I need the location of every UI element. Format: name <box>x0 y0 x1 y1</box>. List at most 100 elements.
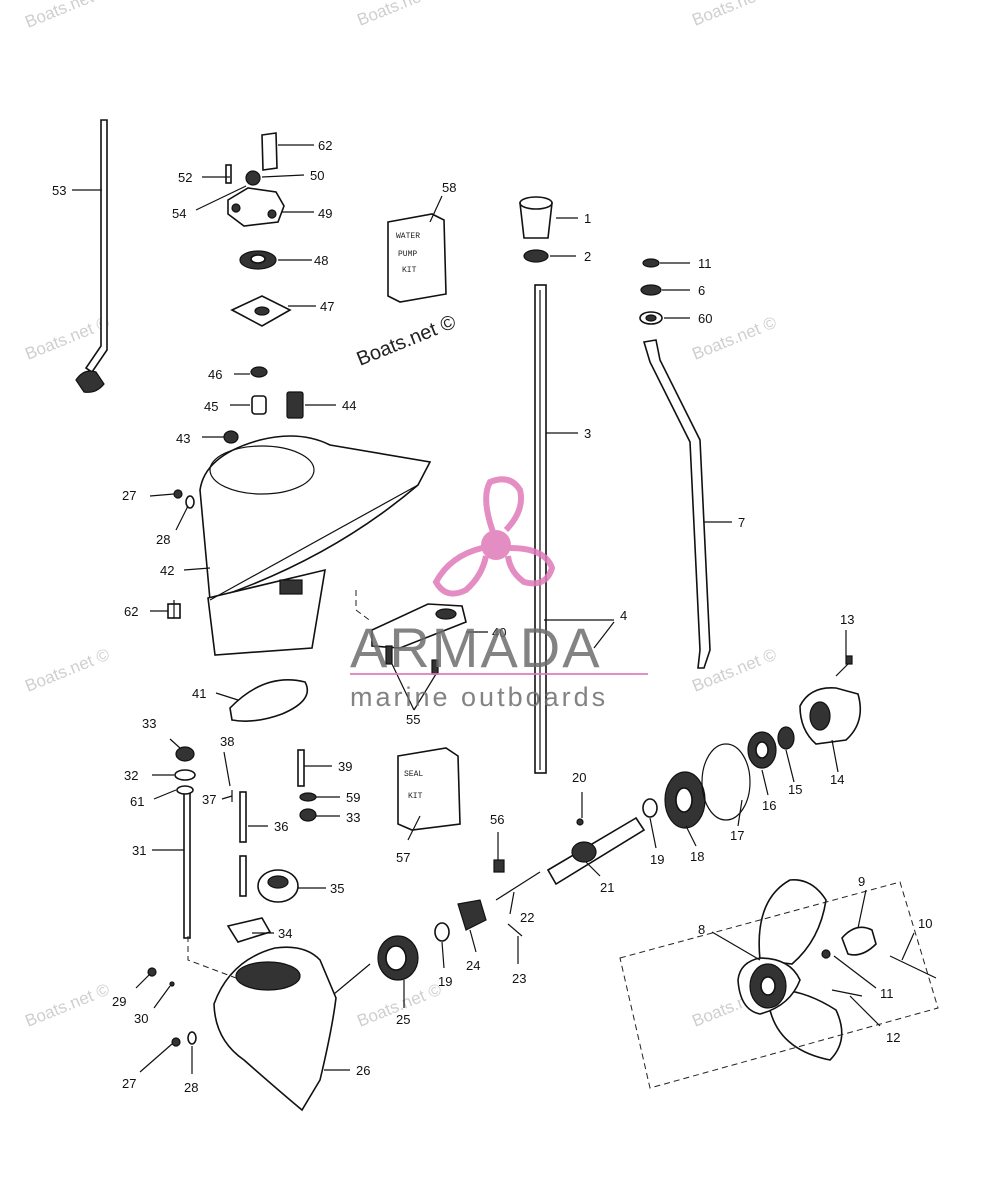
callout-32: 32 <box>124 768 138 783</box>
part-22-cam <box>495 871 541 901</box>
part-8-propeller <box>737 879 843 1061</box>
callout-50: 50 <box>310 168 324 183</box>
callout-55: 55 <box>406 712 420 727</box>
callout-41: 41 <box>192 686 206 701</box>
callout-45: 45 <box>204 399 218 414</box>
callout-47: 47 <box>320 299 334 314</box>
dashed-box <box>619 881 939 1089</box>
part-13-bolt <box>835 655 853 677</box>
part-58-water-pump-kit: WATER PUMP KIT <box>387 213 447 303</box>
callout-11: 11 <box>698 256 712 271</box>
part-19-washer <box>642 798 658 818</box>
callout-28: 28 <box>184 1080 198 1095</box>
callout-43: 43 <box>176 431 190 446</box>
callout-19: 19 <box>650 852 664 867</box>
callout-26: 26 <box>356 1063 370 1078</box>
callout-20: 20 <box>572 770 586 785</box>
callout-6: 6 <box>698 283 705 298</box>
callout-1: 1 <box>584 211 591 226</box>
callout-27: 27 <box>122 488 136 503</box>
callout-25: 25 <box>396 1012 410 1027</box>
callout-17: 17 <box>730 828 744 843</box>
callout-19: 19 <box>438 974 452 989</box>
callout-48: 48 <box>314 253 328 268</box>
part-17-o-ring <box>701 743 751 821</box>
logo-title: ARMADA <box>350 616 602 679</box>
part-21-propshaft <box>546 816 646 886</box>
callout-21: 21 <box>600 880 614 895</box>
leader-lines <box>72 144 915 1074</box>
watermark: Boats.net © <box>22 645 112 696</box>
part-53-shift-rod <box>75 119 108 393</box>
callout-59: 59 <box>346 790 360 805</box>
callout-9: 9 <box>858 874 865 889</box>
callout-23: 23 <box>512 971 526 986</box>
watermark: Boats.net © <box>689 0 779 30</box>
pump-top-assembly <box>225 132 285 227</box>
callout-8: 8 <box>698 922 705 937</box>
callout-35: 35 <box>330 881 344 896</box>
callout-28: 28 <box>156 532 170 547</box>
callout-33: 33 <box>346 810 360 825</box>
kit-text: WATER <box>396 232 420 241</box>
part-56-pin <box>493 859 505 873</box>
part-42-driveshaft-housing <box>199 435 432 656</box>
callout-52: 52 <box>178 170 192 185</box>
callout-14: 14 <box>830 772 844 787</box>
part-7-shift-shaft <box>642 339 711 669</box>
callout-51: 62 <box>318 138 332 153</box>
part-18-gear <box>664 771 706 829</box>
kit-text: PUMP <box>398 250 417 259</box>
callout-31: 31 <box>132 843 146 858</box>
callout-38: 38 <box>220 734 234 749</box>
dashed-leader <box>187 936 237 979</box>
part-23-pin <box>507 923 523 937</box>
callout-11: 11 <box>880 986 894 1001</box>
callout-4: 4 <box>620 608 627 623</box>
part-14-carrier <box>799 687 862 745</box>
watermark: Boats.net © <box>354 0 444 30</box>
callout-13: 13 <box>840 612 854 627</box>
callout-15: 15 <box>788 782 802 797</box>
callout-57: 57 <box>396 850 410 865</box>
part-3-driveshaft <box>534 284 547 774</box>
part-48-impeller <box>239 250 277 270</box>
callout-10: 10 <box>918 916 932 931</box>
logo-underline <box>350 673 648 675</box>
part-25-bearing <box>377 935 419 981</box>
part-26-gear-case <box>213 946 337 1112</box>
part-19-washer <box>434 922 450 942</box>
part-20-ball <box>576 818 584 826</box>
callout-34: 34 <box>278 926 292 941</box>
watermark: Boats.net © <box>22 980 112 1031</box>
part-41-gasket <box>229 679 309 722</box>
part-11-pin <box>821 949 831 959</box>
kit-text: SEAL <box>404 770 423 779</box>
callout-2: 2 <box>584 249 591 264</box>
callout-54: 54 <box>172 206 186 221</box>
callout-30: 30 <box>134 1011 148 1026</box>
part-62-bolt <box>167 600 181 619</box>
part-10-pin <box>889 955 937 979</box>
callout-labels: 62 52 50 54 49 48 47 46 45 44 43 27 28 4… <box>52 138 932 1095</box>
callout-58: 58 <box>442 180 456 195</box>
callout-60: 60 <box>698 311 712 326</box>
callout-18: 18 <box>690 849 704 864</box>
watermark: Boats.net © <box>22 0 112 32</box>
callout-42: 42 <box>160 563 174 578</box>
small-seals <box>223 366 304 444</box>
callout-44: 44 <box>342 398 356 413</box>
part-9-nut <box>841 926 877 956</box>
callout-40: 40 <box>492 625 506 640</box>
part-57-seal-kit: SEAL KIT <box>397 747 461 831</box>
shift-seals <box>639 258 663 325</box>
callout-39: 39 <box>338 759 352 774</box>
studs <box>174 746 317 939</box>
faint-watermarks: Boats.net © Boats.net © Boats.net © Boat… <box>22 0 779 1031</box>
callout-49: 49 <box>318 206 332 221</box>
callout-22: 22 <box>520 910 534 925</box>
part-1-2 <box>519 196 553 263</box>
part-12-spacer <box>831 989 863 997</box>
logo-subtitle: marine outboards <box>350 682 608 712</box>
